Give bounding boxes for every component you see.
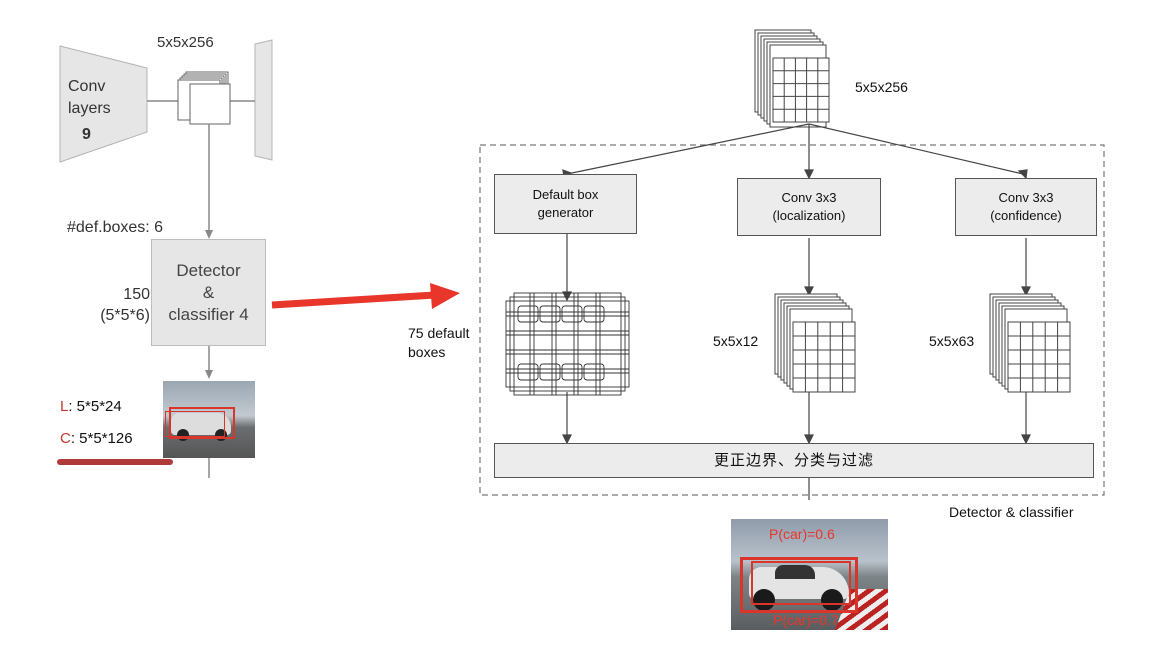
detection-box-1	[169, 407, 235, 439]
localization-output-label: L: 5*5*24	[60, 398, 122, 415]
confidence-output-dimension-label: 5x5x63	[929, 333, 975, 349]
detector-group-label: Detector & classifier	[949, 504, 1074, 520]
default-boxes-count-label: 75 default boxes	[408, 325, 470, 360]
conv-layers-shape	[59, 45, 148, 163]
localization-output-dimension-label: 5x5x12	[713, 333, 759, 349]
conv-layers-number: 9	[82, 126, 91, 143]
red-arrow-icon	[271, 283, 460, 309]
result-detection-image: P(car)=0.6 P(car)=0.7	[731, 519, 888, 630]
confidence-output-label: C: 5*5*126	[60, 430, 133, 447]
localization-output-stack-icon	[774, 293, 856, 393]
detector-classifier-box: Detector & classifier 4	[151, 239, 266, 346]
right-diagram-graphics	[479, 29, 1105, 500]
conv-localization-box: Conv 3x3 (localization)	[737, 178, 881, 236]
left-top-dimension-label: 5x5x256	[157, 34, 214, 51]
detection-box-large	[740, 557, 858, 613]
input-feature-map-icon	[754, 29, 830, 128]
default-boxes-grid-icon	[505, 292, 630, 396]
feature-map-stack-icon	[177, 71, 231, 125]
detector-group-border	[479, 144, 1105, 496]
next-layer-shape	[254, 39, 273, 161]
refine-classify-filter-bar: 更正边界、分类与过滤	[494, 443, 1094, 478]
default-box-generator-box: Default box generator	[494, 174, 637, 234]
detection-box-small	[751, 561, 851, 605]
detection-box-2	[165, 411, 225, 437]
def-boxes-label: #def.boxes: 6	[67, 219, 164, 236]
bottom-probability-label: P(car)=0.7	[773, 612, 839, 628]
left-diagram-graphics	[57, 39, 273, 478]
default-box-count-label: 150 (5*5*6)	[100, 286, 150, 324]
input-dimension-label: 5x5x256	[855, 79, 908, 95]
top-probability-label: P(car)=0.6	[769, 526, 835, 542]
left-detection-image	[163, 381, 255, 458]
conv-layers-label: Conv layers	[68, 78, 111, 117]
conv-confidence-box: Conv 3x3 (confidence)	[955, 178, 1097, 236]
confidence-output-stack-icon	[989, 293, 1071, 393]
